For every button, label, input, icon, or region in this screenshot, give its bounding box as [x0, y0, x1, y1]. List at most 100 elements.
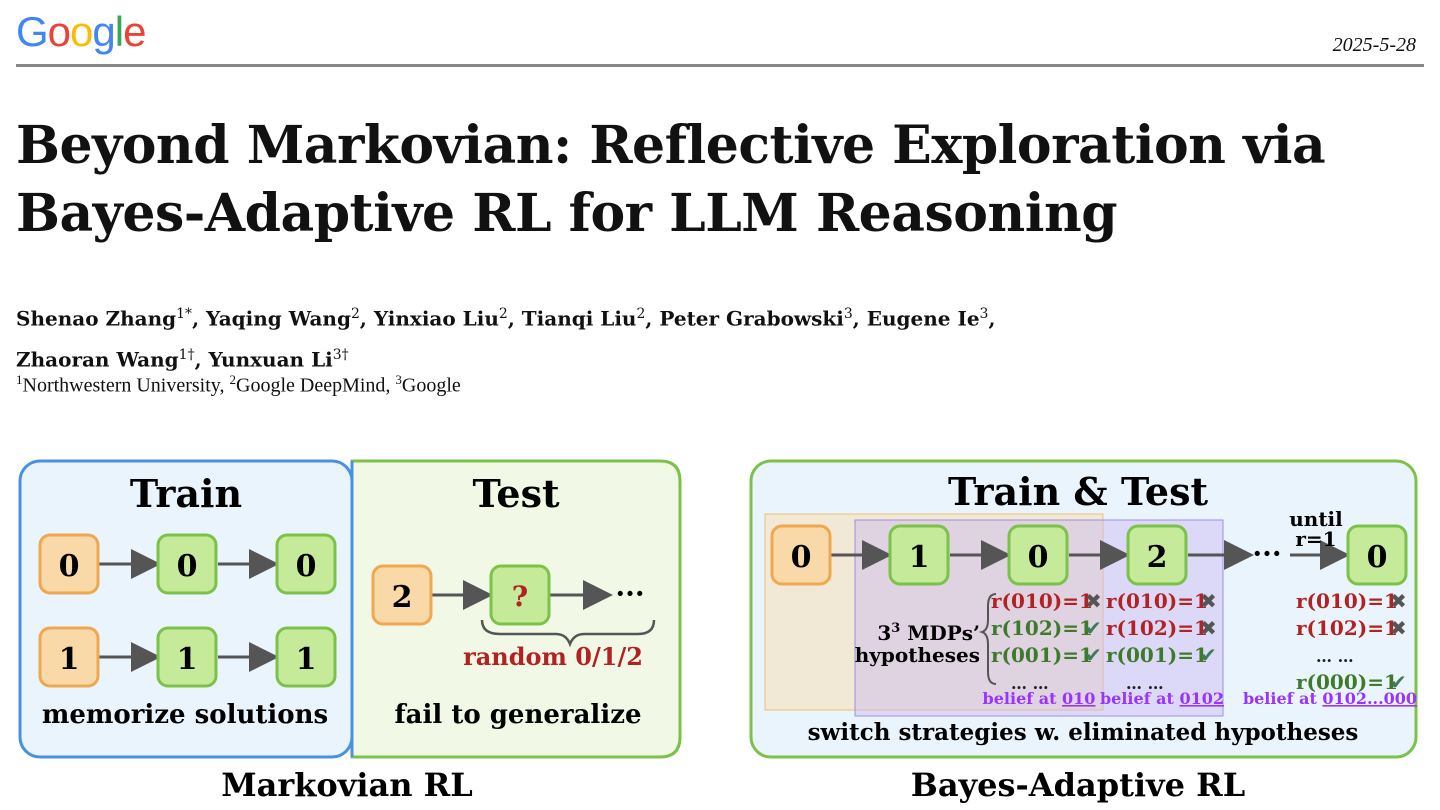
train-node-start	[38, 533, 100, 595]
affiliation-marker: 3	[395, 372, 402, 387]
affiliation-name: Google	[401, 374, 461, 397]
affiliation-separator: ,	[385, 374, 396, 397]
bayes-node-start	[770, 524, 832, 586]
author-affiliation-marker: 2	[350, 306, 360, 322]
publication-date: 2025-5-28	[1332, 34, 1416, 56]
hypothesis-entry: r(010)=1	[991, 589, 1093, 613]
belief-prefix: belief at	[983, 689, 1062, 708]
author-name: Eugene Ie	[866, 306, 980, 331]
author-separator: ,	[192, 306, 206, 331]
hypothesis-entry: r(102)=1	[1106, 616, 1208, 640]
author-name: Peter Grabowski	[659, 306, 844, 331]
author-name: Yunxuan Li	[208, 347, 333, 372]
cross-mark-icon: ✖	[1085, 589, 1102, 613]
test-brace	[480, 619, 656, 648]
hypothesis-entry: … …	[1126, 674, 1164, 693]
belief-sequence: 0102	[1179, 689, 1224, 708]
author-separator: ,	[507, 306, 522, 331]
logo-letter: e	[123, 8, 146, 55]
check-mark-icon: ✔	[1085, 643, 1102, 667]
test-random-label: random 0/1/2	[463, 642, 643, 671]
paper-title-line-2: Bayes-Adaptive RL for LLM Reasoning	[16, 183, 1118, 244]
author-name: Shenao Zhang	[16, 306, 177, 331]
affiliation-name: Google DeepMind	[236, 374, 386, 397]
cross-mark-icon: ✖	[1200, 589, 1217, 613]
bayes-node-label: 0	[1367, 540, 1388, 575]
logo-letter: g	[92, 8, 115, 55]
test-title: Test	[472, 471, 559, 516]
train-caption: memorize solutions	[42, 700, 328, 730]
train-node	[275, 533, 337, 595]
bayes-node-label: 2	[1147, 540, 1168, 575]
train-title: Train	[130, 471, 242, 516]
logo-letter: l	[114, 8, 124, 55]
until-r-label: r=1	[1295, 527, 1336, 551]
author-separator: ,	[194, 347, 209, 372]
hypothesis-entry: r(102)=1	[991, 616, 1093, 640]
train-node-label: 1	[177, 642, 198, 677]
hypotheses-column-2: r(010)=1✖r(102)=1✖r(001)=1✔… …	[1106, 589, 1217, 693]
train-node-start	[38, 626, 100, 688]
author-line-1: Shenao Zhang1*, Yaqing Wang2, Yinxiao Li…	[16, 296, 995, 337]
bayes-caption: switch strategies w. eliminated hypothes…	[808, 719, 1359, 746]
train-node-label: 1	[59, 642, 80, 677]
author-affiliation-marker: 2	[636, 306, 646, 322]
belief-prefix: belief at	[1100, 689, 1179, 708]
hypotheses-count-base: 3	[877, 621, 891, 645]
hypotheses-mdps: MDPs’	[907, 621, 980, 645]
affiliation-name: Northwestern University	[22, 374, 220, 397]
hypothesis-entry: … …	[1316, 647, 1354, 666]
bayes-node	[1126, 524, 1188, 586]
train-node-label: 1	[296, 642, 317, 677]
teaser-figure: Train Test 0 0 0 1 1 1 memorize solution…	[18, 459, 1418, 804]
train-row-0: 0 0 0	[38, 533, 337, 595]
train-node-label: 0	[177, 549, 198, 584]
logo-letter: o	[70, 8, 93, 55]
logo-letter: o	[47, 8, 71, 55]
hypotheses-label-bottom: hypotheses	[855, 643, 980, 667]
check-mark-icon: ✔	[1200, 643, 1217, 667]
bayes-node	[888, 524, 950, 586]
author-separator: ,	[645, 306, 660, 331]
google-logo: Google	[16, 6, 146, 58]
logo-letter: G	[16, 8, 49, 55]
author-affiliation-marker: 2	[498, 306, 508, 322]
cross-mark-icon: ✖	[1200, 616, 1217, 640]
belief-label-1: belief at 010	[983, 689, 1096, 708]
test-ellipsis: ···	[615, 577, 644, 610]
bayes-title: Train & Test	[948, 469, 1208, 514]
bayes-node-label: 0	[791, 540, 812, 575]
bayes-node	[1007, 524, 1069, 586]
train-node	[156, 626, 218, 688]
affiliation-marker: 1	[16, 372, 23, 387]
hypothesis-entry: r(010)=1	[1106, 589, 1208, 613]
author-separator: ,	[988, 306, 996, 331]
check-mark-icon: ✔	[1390, 670, 1407, 694]
train-node	[275, 626, 337, 688]
paper-title: Beyond Markovian: Reflective Exploration…	[16, 112, 1416, 248]
check-mark-icon: ✔	[1085, 616, 1102, 640]
markovian-panel: Train Test 0 0 0 1 1 1 memorize solution…	[18, 459, 682, 804]
header-divider	[16, 64, 1424, 67]
hypotheses-count-exponent: 3	[891, 621, 900, 636]
author-affiliation-marker: 1*	[176, 306, 193, 322]
bayes-panel: Train & Test 0 1 0 2 0 ··· until r=1 33 …	[749, 459, 1418, 804]
train-row-1: 1 1 1	[38, 626, 337, 688]
until-label: until	[1289, 507, 1343, 531]
cross-mark-icon: ✖	[1390, 616, 1407, 640]
cross-mark-icon: ✖	[1390, 589, 1407, 613]
author-affiliation-marker: 1†	[178, 346, 195, 363]
author-affiliation-marker: 3	[843, 306, 853, 322]
affiliations: 1Northwestern University, 2Google DeepMi…	[16, 372, 461, 398]
hypothesis-entry: r(001)=1	[991, 643, 1093, 667]
bayes-node-label: 1	[909, 540, 930, 575]
author-affiliation-marker: 3	[979, 306, 989, 322]
author-name: Zhaoran Wang	[16, 347, 179, 372]
hypotheses-column-1: r(010)=1✖r(102)=1✔r(001)=1✔… …	[991, 589, 1102, 693]
hypothesis-entry: r(000)=1	[1296, 670, 1398, 694]
hypotheses-brace	[978, 593, 997, 685]
hypothesis-entry: … …	[1011, 674, 1049, 693]
test-node-label: 2	[392, 580, 413, 615]
train-node-label: 0	[296, 549, 317, 584]
belief-prefix: belief at	[1243, 689, 1322, 708]
